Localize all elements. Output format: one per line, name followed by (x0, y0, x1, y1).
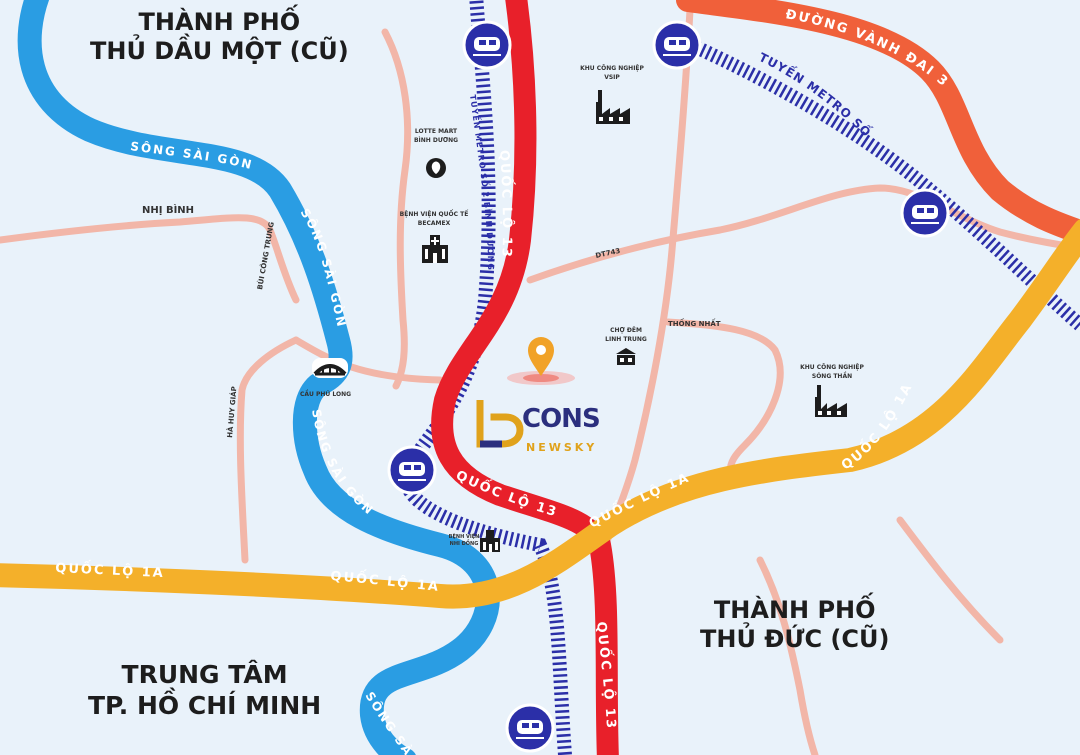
area-hcm-center-line1: TRUNG TÂM (121, 660, 288, 689)
poi-song-than-line1: KHU CÔNG NGHIỆP (800, 363, 864, 371)
lotte-mart-icon (426, 158, 446, 178)
road-dt743 (526, 184, 1080, 284)
train-station-icon (462, 20, 512, 70)
road-vanh-dai-3 (676, 0, 1080, 244)
poi-lotte-line2: BÌNH DƯƠNG (414, 136, 458, 144)
factory-icon (596, 90, 630, 124)
poi-hospital-line1: BỆNH VIỆN QUỐC TẾ (400, 210, 470, 218)
metro-line-1 (677, 33, 1080, 331)
poi-market: CHỢ ĐÊM LINH TRUNG (605, 326, 647, 365)
label-ha-huy-giap: HÀ HUY GIÁP (225, 386, 238, 438)
poi-hospital-line2: BECAMEX (418, 220, 451, 227)
logo-newsky-text: NEWSKY (526, 441, 598, 454)
label-bui-cong-trung: BÙI CÔNG TRUNG (255, 221, 276, 290)
area-hcm-center: TRUNG TÂM TP. HỒ CHÍ MINH (88, 660, 321, 721)
poi-lotte: LOTTE MART BÌNH DƯƠNG (414, 128, 458, 178)
poi-lotte-line1: LOTTE MART (415, 128, 458, 135)
poi-vsip: KHU CÔNG NGHIỆP VSIP (580, 64, 645, 124)
train-station-icon (387, 445, 437, 495)
area-thu-duc-line2: THỦ ĐỨC (CŨ) (700, 625, 890, 654)
area-thu-dau-mot-line2: THỦ DẦU MỘT (CŨ) (90, 37, 349, 66)
poi-vsip-line1: KHU CÔNG NGHIỆP (580, 64, 644, 72)
logo-cons-text: CONS (522, 404, 601, 434)
poi-hospital2-line2: NHI ĐỒNG (450, 538, 479, 547)
road-ql1a (0, 219, 1080, 609)
label-bridge-name: CẦU PHÚ LONG (300, 389, 351, 398)
poi-hospital2-line1: BỆNH VIỆN (449, 532, 480, 540)
road-vertical (602, 6, 694, 549)
area-thu-duc-line1: THÀNH PHỐ (713, 596, 876, 624)
bridge-icon (312, 358, 348, 378)
road-ql13 (431, 0, 619, 755)
river-song-sai-gon (17, 0, 500, 755)
project-logo: CONS NEWSKY (476, 400, 606, 460)
poi-song-than: KHU CÔNG NGHIỆP SÓNG THẦN (800, 363, 865, 417)
road-nhi-binh (0, 214, 300, 304)
train-station-icon (505, 703, 555, 753)
train-station-icon (900, 188, 950, 238)
road-ha-huy-giap (236, 336, 300, 564)
train-station-icon (652, 20, 702, 70)
poi-market-line2: LINH TRUNG (605, 336, 647, 343)
area-thu-duc: THÀNH PHỐ THỦ ĐỨC (CŨ) (700, 596, 889, 655)
label-nhi-binh: NHỊ BÌNH (142, 203, 194, 216)
location-pin-icon (507, 337, 575, 385)
label-ql13-mid: QUỐC LỘ 13 (453, 468, 557, 520)
local-roads (0, 6, 1080, 755)
area-thu-dau-mot-line1: THÀNH PHỐ (138, 8, 301, 36)
market-icon (616, 348, 636, 365)
poi-hospital: BỆNH VIỆN QUỐC TẾ BECAMEX (400, 210, 470, 263)
label-thong-nhat: THỐNG NHẤT (668, 318, 721, 328)
bcons-logo-mark (476, 400, 524, 448)
factory-icon (815, 385, 847, 417)
area-thu-dau-mot: THÀNH PHỐ THỦ DẦU MỘT (CŨ) (90, 8, 349, 67)
area-hcm-center-line2: TP. HỒ CHÍ MINH (88, 690, 322, 720)
road-thong-nhat (664, 318, 784, 476)
poi-market-line1: CHỢ ĐÊM (610, 326, 642, 334)
poi-hospital-2: BỆNH VIỆN NHI ĐỒNG (449, 530, 500, 552)
road-bottom (756, 556, 819, 755)
label-ql13-top: QUỐC LỘ 13 (496, 150, 514, 260)
svg-text:QUỐC LỘ 13: QUỐC LỘ 13 (496, 150, 516, 260)
svg-text:QUỐC LỘ 13: QUỐC LỘ 13 (453, 468, 559, 520)
road-local-north (381, 28, 412, 390)
hospital-icon (480, 530, 500, 552)
hospital-icon (422, 235, 448, 263)
poi-song-than-line2: SÓNG THẦN (812, 371, 852, 380)
road-bottom-2 (896, 516, 1004, 644)
poi-vsip-line2: VSIP (604, 74, 620, 81)
